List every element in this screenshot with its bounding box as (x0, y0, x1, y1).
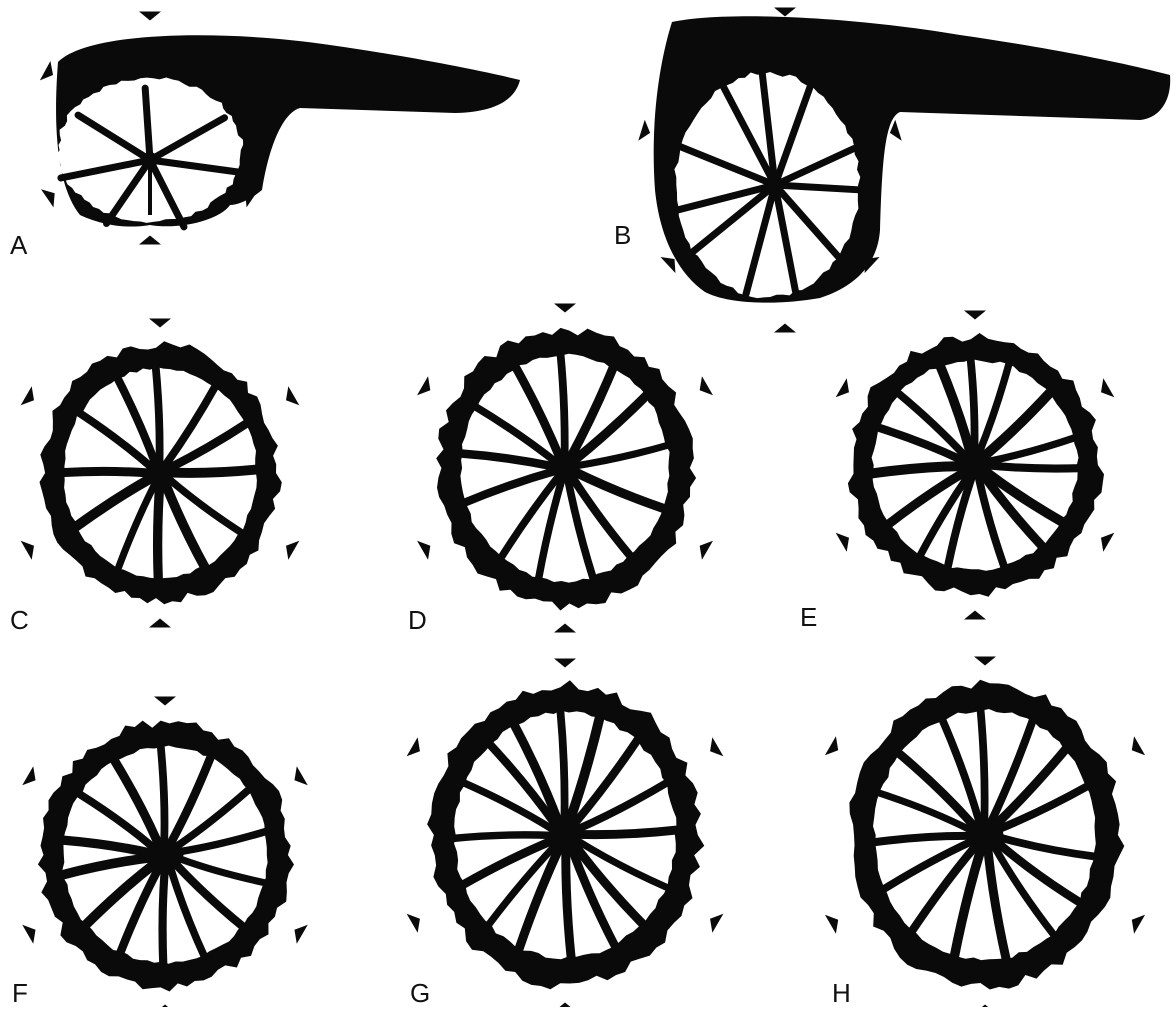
panel-g-drawing-marker (554, 1003, 576, 1008)
panel-e-drawing-marker (836, 378, 849, 397)
panel-label-d: D (408, 607, 427, 633)
panel-a-marker (41, 189, 55, 207)
panel-label-e: E (800, 604, 817, 630)
panel-f-drawing-marker (154, 697, 176, 706)
panel-h-drawing (825, 657, 1145, 1008)
panel-g-drawing-marker (407, 737, 420, 756)
panel-b-hub (766, 176, 784, 194)
panel-f-drawing-hub (147, 839, 184, 871)
panel-d-drawing-marker (700, 541, 713, 560)
panel-g-drawing-marker (554, 659, 576, 668)
panel-h-drawing-marker (825, 915, 838, 934)
panel-c-drawing-septum (61, 471, 149, 473)
panel-label-a: A (10, 232, 27, 258)
panel-b-marker (660, 257, 675, 273)
panel-a-marker (139, 236, 161, 245)
panel-g-drawing (407, 659, 724, 1008)
panel-d-drawing-marker (554, 624, 576, 633)
panel-g-drawing-marker (710, 914, 723, 933)
panel-g-drawing-septum (560, 710, 564, 821)
panel-c-drawing (21, 319, 300, 628)
panel-c-drawing-hub (147, 462, 172, 484)
panel-c-drawing-marker (286, 386, 299, 405)
panel-e-drawing-marker (964, 311, 986, 320)
panel-g-drawing-septum (452, 835, 551, 839)
panel-b-drawing (638, 8, 1170, 333)
panel-h-drawing-marker (1132, 915, 1145, 934)
panel-h-drawing-hub (967, 819, 1004, 851)
panel-b-septum (775, 185, 859, 190)
panel-e-drawing-marker (964, 611, 986, 620)
panel-c-drawing-septum (171, 469, 259, 473)
panel-label-f: F (12, 980, 28, 1006)
panel-c-drawing-septum (158, 484, 160, 580)
panel-d-drawing-hub (555, 459, 576, 477)
panel-c-drawing-septum (156, 366, 160, 462)
panel-b-marker (774, 8, 796, 17)
panel-g-drawing-septum (579, 830, 678, 835)
panel-h-drawing-marker (974, 657, 996, 666)
panel-f-drawing-marker (294, 925, 307, 944)
panel-label-g: G (410, 980, 430, 1006)
panel-b-marker (865, 257, 880, 273)
panel-c-drawing-marker (149, 319, 171, 328)
panel-b-marker (638, 120, 650, 141)
panel-h-drawing-septum (980, 708, 984, 819)
panel-d-drawing-marker (700, 376, 713, 395)
panel-g-drawing-marker (407, 914, 420, 933)
panel-e-drawing-marker (1101, 533, 1114, 552)
panel-label-b: B (614, 222, 631, 248)
panel-h-drawing-marker (1132, 736, 1145, 755)
panel-label-c: C (10, 607, 29, 633)
panel-f-drawing-marker (294, 766, 307, 785)
panel-c-drawing-marker (21, 386, 34, 405)
panel-d-drawing-marker (417, 541, 430, 560)
panel-f-drawing-septum (161, 745, 165, 839)
panel-e-drawing-marker (1101, 378, 1114, 397)
panel-e-drawing-septum (989, 465, 1080, 468)
panel-g-drawing-hub (549, 821, 581, 849)
panel-d-drawing (417, 304, 713, 633)
panel-d-drawing-marker (417, 376, 430, 395)
panel-e-drawing-marker (836, 533, 849, 552)
panel-e-drawing-septum (971, 358, 975, 451)
panel-c-drawing-marker (286, 541, 299, 560)
panel-f-drawing (22, 697, 308, 1008)
panel-c-drawing-marker (21, 541, 34, 560)
panel-h-drawing-marker (825, 736, 838, 755)
panel-e-drawing-hub (959, 451, 991, 479)
panel-c-drawing-marker (149, 619, 171, 628)
panel-f-drawing-septum (163, 871, 165, 965)
panel-e-drawing (836, 311, 1115, 620)
panel-a-drawing (40, 0, 520, 245)
panel-f-drawing-marker (22, 925, 35, 944)
panel-b-marker (774, 324, 796, 333)
panel-a-hub (142, 152, 158, 168)
panel-d-drawing-septum (560, 353, 564, 459)
panel-b-marker (890, 120, 902, 141)
panel-d-drawing-marker (554, 304, 576, 313)
panel-a-marker (139, 12, 161, 21)
panel-a-septum (145, 88, 150, 160)
panel-a-marker (40, 61, 53, 80)
panel-label-h: H (832, 980, 851, 1006)
panel-g-drawing-marker (710, 737, 723, 756)
panel-f-drawing-marker (22, 766, 35, 785)
